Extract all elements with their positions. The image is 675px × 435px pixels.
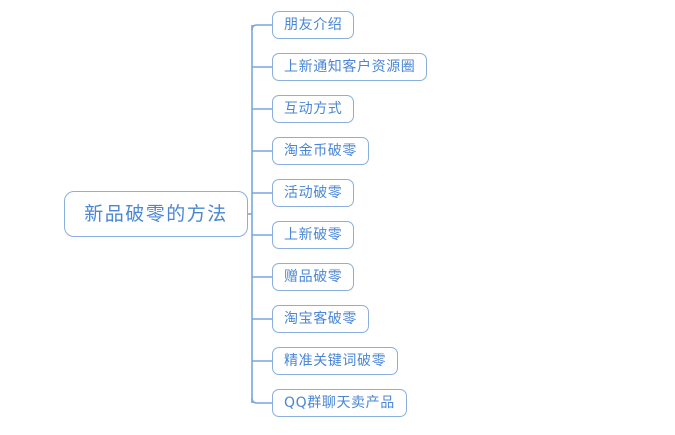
- branch-node-label: 赠品破零: [284, 269, 343, 285]
- branch-node-3[interactable]: 互动方式: [272, 95, 355, 123]
- branch-node-5[interactable]: 活动破零: [272, 179, 355, 207]
- branch-node-list: 朋友介绍 上新通知客户资源圈 互动方式 淘金币破零 活动破零 上新破零 赠品破零…: [272, 0, 672, 435]
- branch-node-9[interactable]: 精准关键词破零: [272, 347, 399, 375]
- branch-node-1[interactable]: 朋友介绍: [272, 11, 355, 39]
- branch-node-label: QQ群聊天卖产品: [284, 395, 395, 411]
- branch-node-7[interactable]: 赠品破零: [272, 263, 355, 291]
- branch-node-label: 淘宝客破零: [284, 311, 357, 327]
- branch-node-6[interactable]: 上新破零: [272, 221, 355, 249]
- branch-node-4[interactable]: 淘金币破零: [272, 137, 369, 165]
- branch-node-label: 朋友介绍: [284, 17, 343, 33]
- branch-node-label: 精准关键词破零: [284, 353, 387, 369]
- connector-branch-1: [251, 24, 272, 31]
- connector-branches: [251, 24, 272, 404]
- root-node[interactable]: 新品破零的方法: [64, 191, 248, 237]
- branch-node-label: 淘金币破零: [284, 143, 357, 159]
- root-node-label: 新品破零的方法: [84, 202, 228, 225]
- branch-node-label: 活动破零: [284, 185, 343, 201]
- connector-branch-10: [251, 397, 272, 404]
- branch-node-8[interactable]: 淘宝客破零: [272, 305, 369, 333]
- branch-node-label: 互动方式: [284, 101, 343, 117]
- branch-node-label: 上新通知客户资源圈: [284, 59, 416, 75]
- branch-node-2[interactable]: 上新通知客户资源圈: [272, 53, 428, 81]
- branch-node-10[interactable]: QQ群聊天卖产品: [272, 389, 407, 417]
- branch-node-label: 上新破零: [284, 227, 343, 243]
